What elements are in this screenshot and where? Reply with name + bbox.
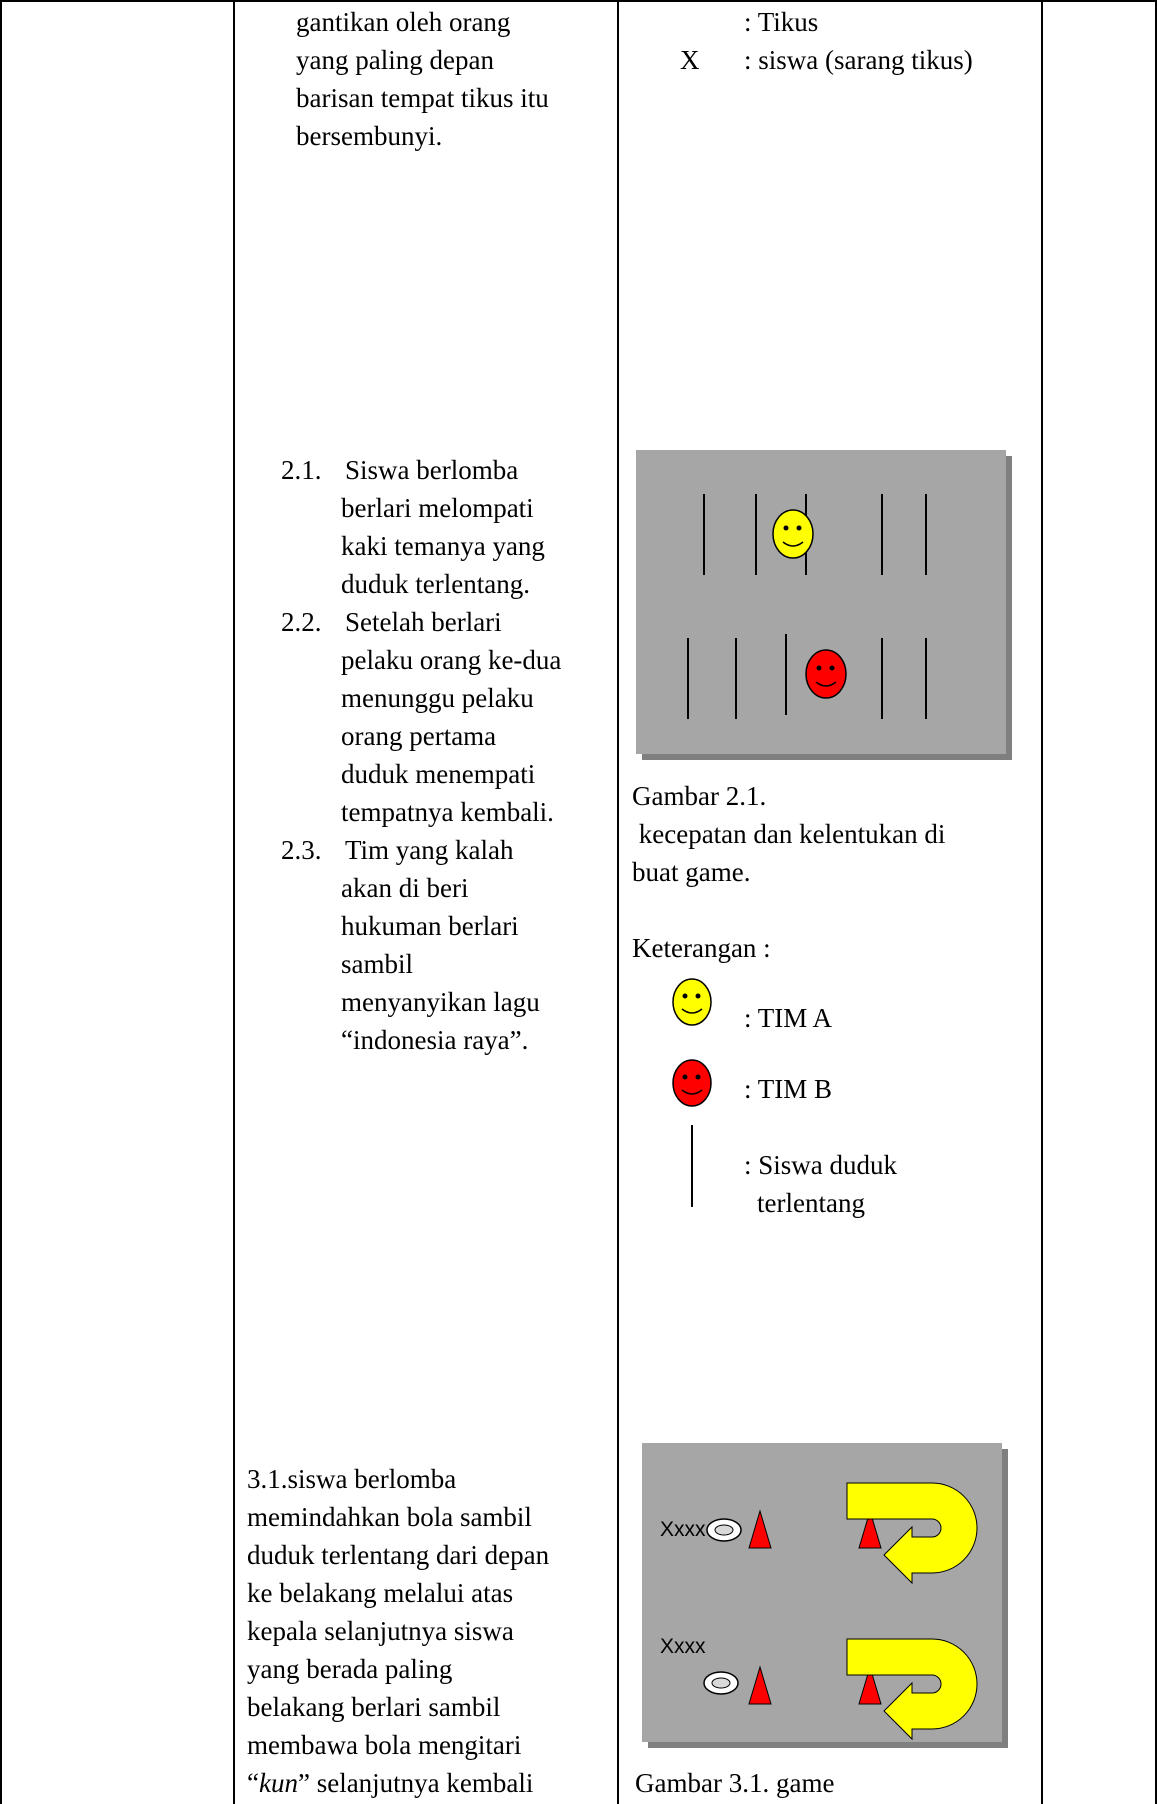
legend-text: : TIM A [744,1003,833,1033]
legend-text: : Siswa duduk [744,1150,898,1180]
legend-desc: : siswa (sarang tikus) [744,45,973,75]
u-turn-arrow-icon [846,1638,978,1741]
open-quote: “ [247,1768,259,1798]
ball-icon [706,1518,742,1542]
text-line: memindahkan bola sambil [247,1502,532,1532]
text-line: belakang berlari sambil [247,1692,501,1722]
list-number: 2.3. [281,835,322,865]
legend-text: : TIM B [744,1074,833,1104]
table-border-col2 [617,0,619,1804]
list-item-text: duduk menempati [341,759,536,789]
text-line: yang berada paling [247,1654,453,1684]
yellow-smiley-icon [672,978,712,1026]
text-line: membawa bola mengitari [247,1730,522,1760]
row-label: Xxxx [660,1635,706,1658]
u-turn-arrow-icon [846,1482,978,1585]
list-item-text: duduk terlentang. [341,569,530,599]
figure-background [636,450,1006,754]
table-border-col1 [233,0,235,1804]
list-item-text: Siswa berlomba [345,455,519,485]
red-smiley-icon [805,649,847,699]
figure-caption-line: buat game. [632,857,751,887]
text-line: kepala selanjutnya siswa [247,1616,514,1646]
cone-icon [858,1509,882,1549]
table-border-col3 [1041,0,1043,1804]
legend-desc: : Tikus [744,7,819,37]
list-item-text: menyanyikan lagu [341,987,540,1017]
italic-word: kun [258,1768,298,1798]
text-tail: ” selanjutnya kembali [297,1768,534,1798]
text-line: yang paling depan [296,45,494,75]
cone-icon [748,1665,772,1705]
list-item-text: tempatnya kembali. [341,797,554,827]
yellow-smiley-icon [772,509,814,559]
list-item-text: berlari melompati [341,493,534,523]
table-border-top [0,0,1157,2]
legend-text: terlentang [757,1188,865,1218]
table-border-left [0,0,2,1804]
text-line: duduk terlentang dari depan [247,1540,550,1570]
text-line: gantikan oleh orang [296,7,511,37]
list-item-text: akan di beri [341,873,469,903]
figure-2-1-diagram [636,450,1012,760]
list-item-text: menunggu pelaku [341,683,534,713]
list-number: 2.1. [281,455,322,485]
list-item-text: Setelah berlari [345,607,502,637]
list-item-text: kaki temanya yang [341,531,545,561]
list-item-text: sambil [341,949,413,979]
list-item-text: pelaku orang ke-dua [341,645,562,675]
text-line: barisan tempat tikus itu [296,83,549,113]
text-line: bersembunyi. [296,121,443,151]
list-item-text: hukuman berlari [341,911,519,941]
table-border-right [1155,0,1157,1804]
list-item-text: “indonesia raya”. [341,1025,529,1055]
figure-caption-line: kecepatan dan kelentukan di [632,819,946,849]
text-line: ke belakang melalui atas [247,1578,514,1608]
figure-caption-title: Gambar 3.1. game [635,1768,835,1798]
red-smiley-icon [672,1059,712,1107]
ball-icon [703,1671,739,1695]
legend-symbol: X [680,45,700,75]
list-item-text: Tim yang kalah [345,835,514,865]
vertical-line-icon [691,1125,693,1207]
text-line: 3.1.siswa berlomba [247,1464,457,1494]
figure-caption-title: Gambar 2.1. [632,781,767,811]
figure-3-1-diagram [642,1443,1008,1748]
cone-icon [748,1509,772,1549]
text-line-last: “kun” selanjutnya kembali [247,1764,533,1802]
list-number: 2.2. [281,607,322,637]
legend-heading: Keterangan : [632,933,771,963]
list-item-text: orang pertama [341,721,497,751]
row-label: Xxxx [660,1518,706,1541]
cone-icon [858,1665,882,1705]
